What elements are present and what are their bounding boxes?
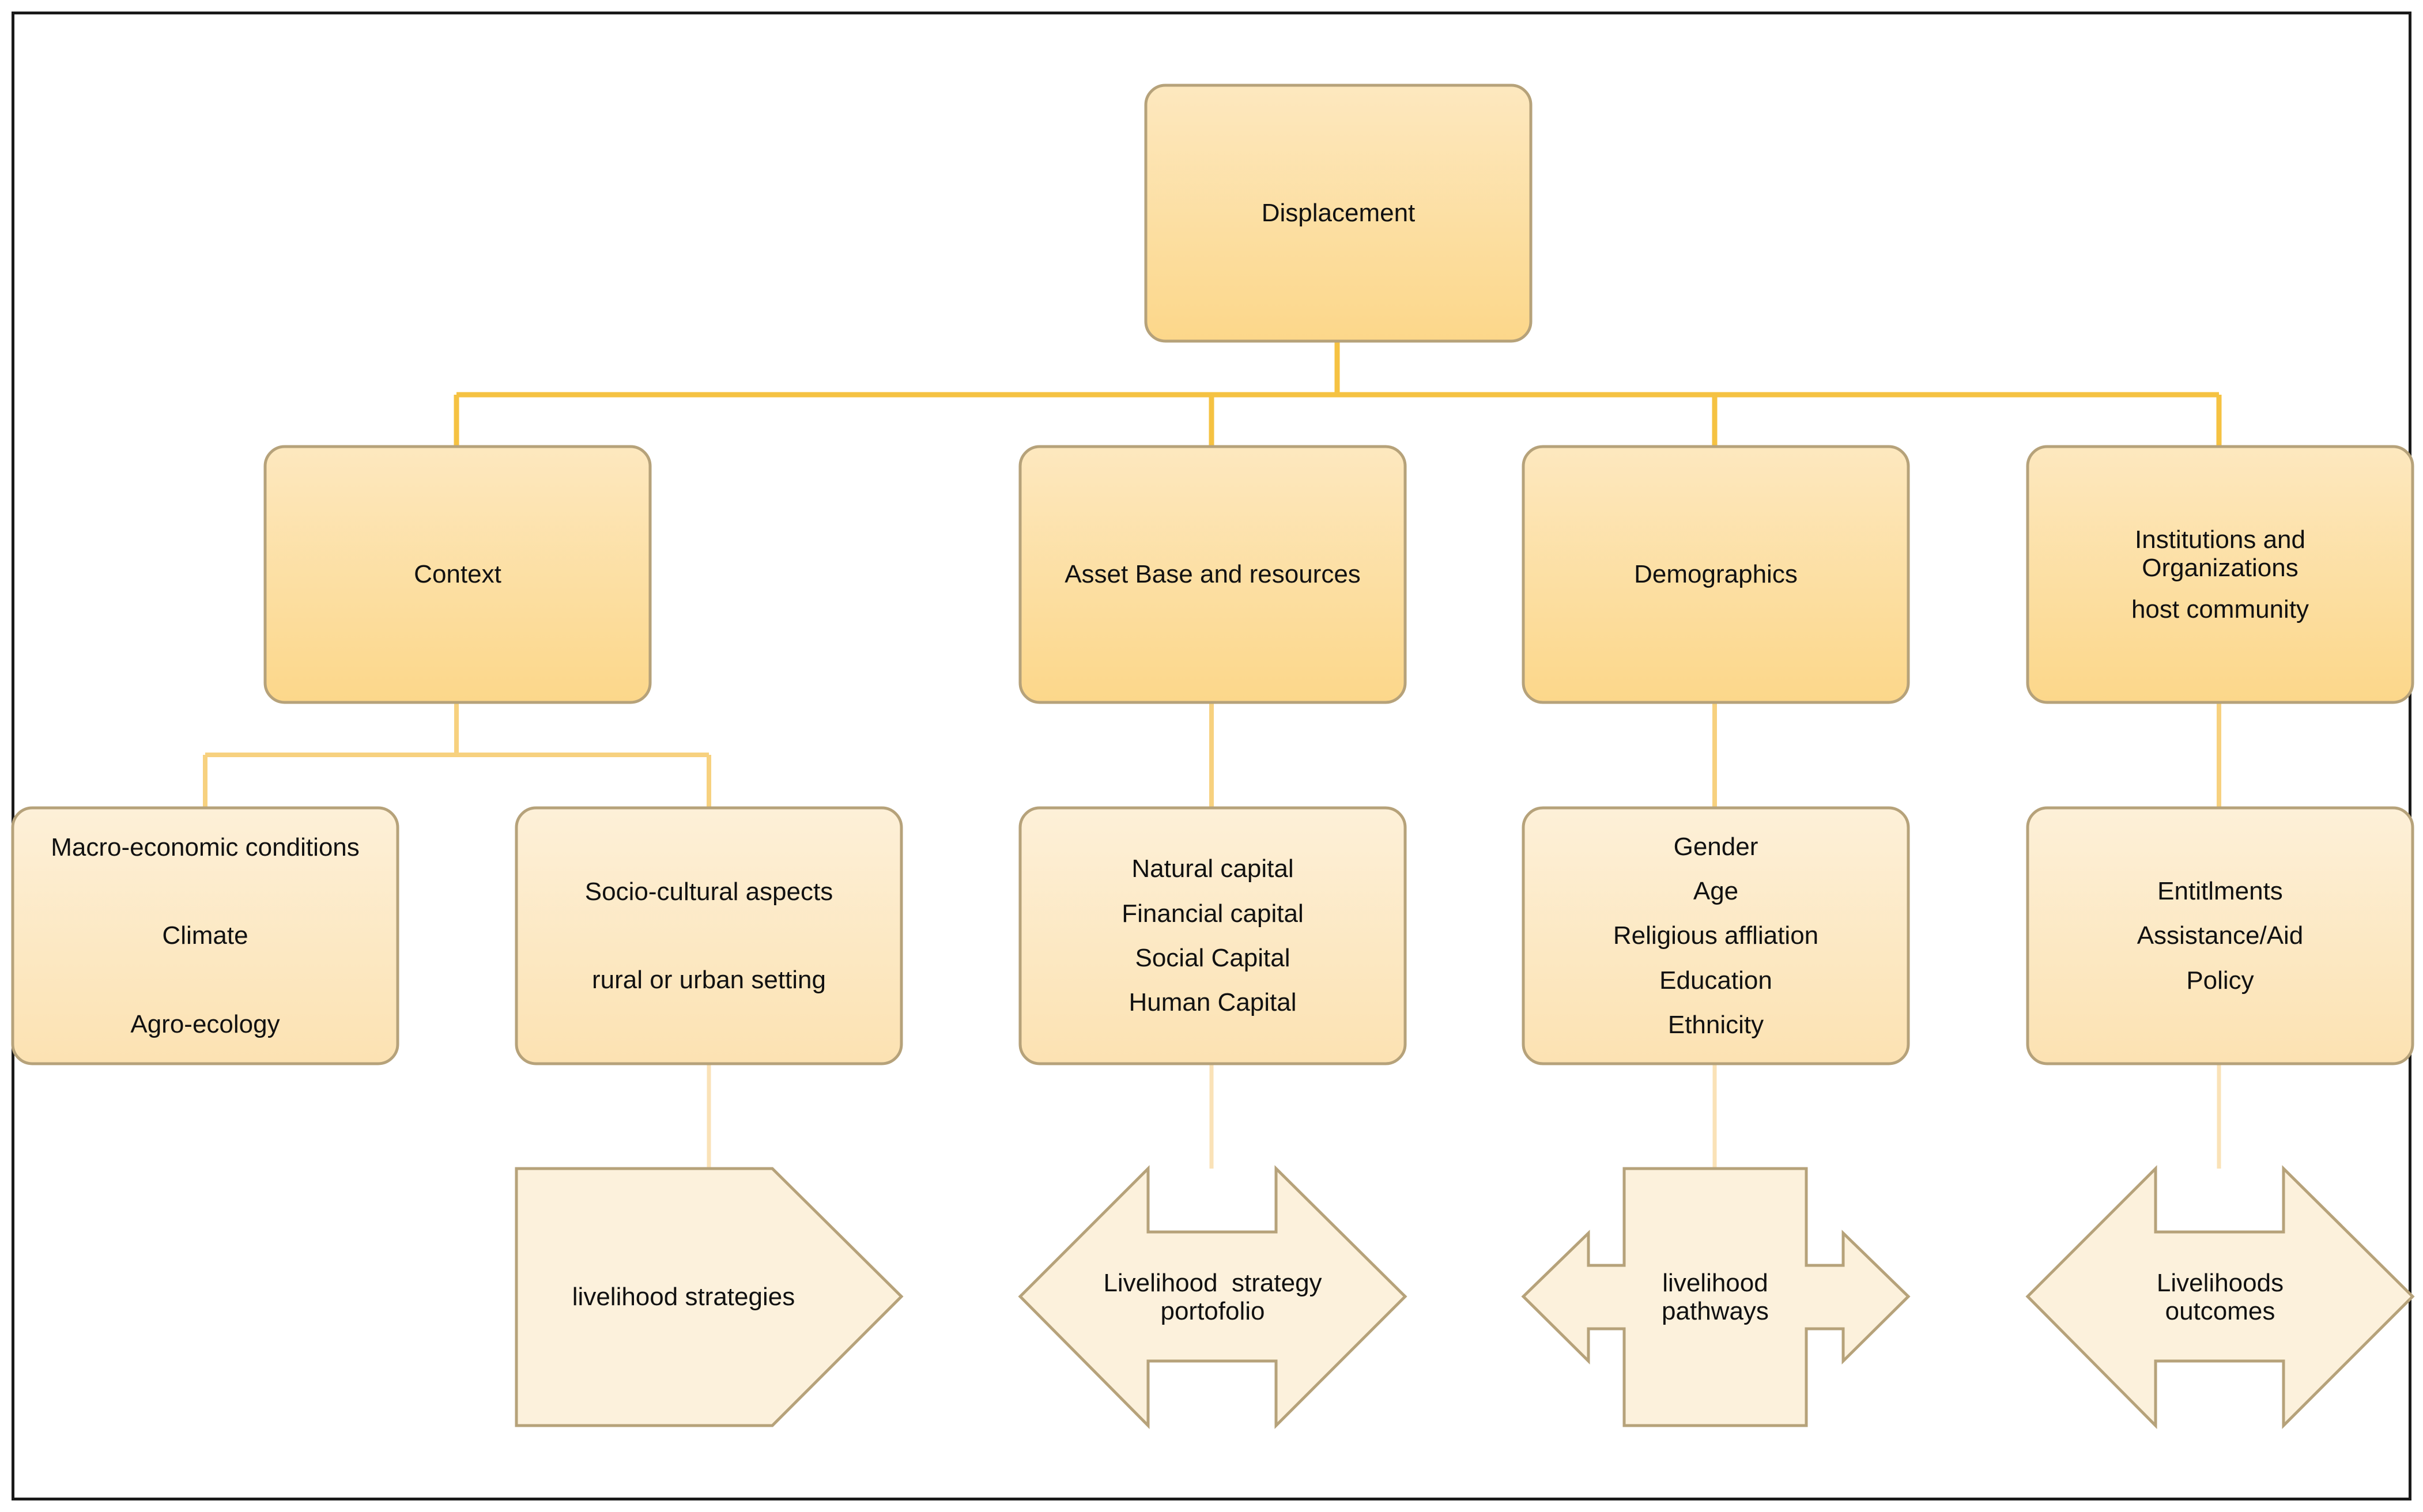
institutions-line-1: Institutions and <box>2135 526 2305 554</box>
root-label: Displacement <box>1146 85 1531 341</box>
diagram-frame <box>12 12 2411 1500</box>
portfolio-line-1: Livelihood strategy <box>1103 1268 1322 1297</box>
strategies-text: livelihood strategies <box>572 1283 795 1311</box>
portfolio-label: Livelihood strategy portofolio <box>1078 1169 1348 1426</box>
demo-item: Gender <box>1673 832 1758 861</box>
pathways-line-1: livelihood <box>1662 1268 1768 1297</box>
pathways-cross-arrow <box>1521 1167 1911 1427</box>
inst-detail-label: Entitlments Assistance/Aid Policy <box>2028 808 2413 1064</box>
demo-detail-label: Gender Age Religious affliation Educatio… <box>1523 808 1908 1064</box>
assets-box <box>1018 445 1407 704</box>
demographics-text: Demographics <box>1634 560 1798 589</box>
demo-item: Religious affliation <box>1613 921 1819 950</box>
connectors-level-1 <box>454 341 2222 447</box>
outcomes-double-arrow <box>2025 1165 2415 1430</box>
demo-item: Education <box>1659 966 1772 995</box>
connectors-level-3 <box>707 1065 2221 1169</box>
outcomes-line-2: outcomes <box>2165 1297 2275 1325</box>
inst-item: Entitlments <box>2157 877 2283 906</box>
macro-item: Agro-ecology <box>130 1010 280 1038</box>
demo-item: Age <box>1693 877 1739 906</box>
root-text: Displacement <box>1261 199 1416 228</box>
strategies-pentagon-arrow <box>515 1167 904 1427</box>
demo-detail-box <box>1522 806 1910 1065</box>
pathways-line-2: pathways <box>1662 1297 1769 1325</box>
inst-item: Assistance/Aid <box>2137 921 2304 950</box>
pathways-label: livelihood pathways <box>1624 1169 1806 1426</box>
socio-label: Socio-cultural aspects rural or urban se… <box>516 808 901 1064</box>
connectors-level-2 <box>203 703 2221 808</box>
asset-item: Natural capital <box>1131 855 1294 883</box>
inst-detail-box <box>2026 806 2414 1065</box>
portfolio-line-2: portofolio <box>1160 1297 1265 1325</box>
outcomes-line-1: Livelihoods <box>2156 1268 2284 1297</box>
demo-item: Ethnicity <box>1667 1010 1764 1039</box>
institutions-label: Institutions and Organizations host comm… <box>2028 447 2413 702</box>
socio-item: Socio-cultural aspects <box>584 877 833 906</box>
portfolio-double-arrow <box>1018 1165 1407 1430</box>
institutions-line-2: Organizations <box>2142 554 2299 583</box>
context-box <box>263 445 652 704</box>
asset-item: Human Capital <box>1129 988 1297 1017</box>
macro-item: Climate <box>162 921 248 950</box>
inst-item: Policy <box>2186 966 2254 995</box>
assets-label: Asset Base and resources <box>1020 447 1405 702</box>
assets-detail-label: Natural capital Financial capital Social… <box>1020 808 1405 1064</box>
strategies-label: livelihood strategies <box>516 1169 851 1426</box>
institutions-line-3: host community <box>2131 595 2309 623</box>
context-text: Context <box>414 560 501 589</box>
asset-item: Financial capital <box>1122 899 1304 928</box>
macro-item: Macro-economic conditions <box>51 833 360 862</box>
macro-box <box>11 806 399 1065</box>
assets-detail-box <box>1018 806 1407 1065</box>
assets-text: Asset Base and resources <box>1065 560 1361 589</box>
outcomes-label: Livelihoods outcomes <box>2085 1169 2355 1426</box>
macro-label: Macro-economic conditions Climate Agro-e… <box>13 808 398 1064</box>
institutions-box <box>2026 445 2414 704</box>
socio-box <box>515 806 903 1065</box>
asset-item: Social Capital <box>1135 944 1290 972</box>
socio-item: rural or urban setting <box>592 966 826 994</box>
demographics-label: Demographics <box>1523 447 1908 702</box>
demographics-box <box>1522 445 1910 704</box>
root-box <box>1144 84 1533 343</box>
context-label: Context <box>265 447 650 702</box>
